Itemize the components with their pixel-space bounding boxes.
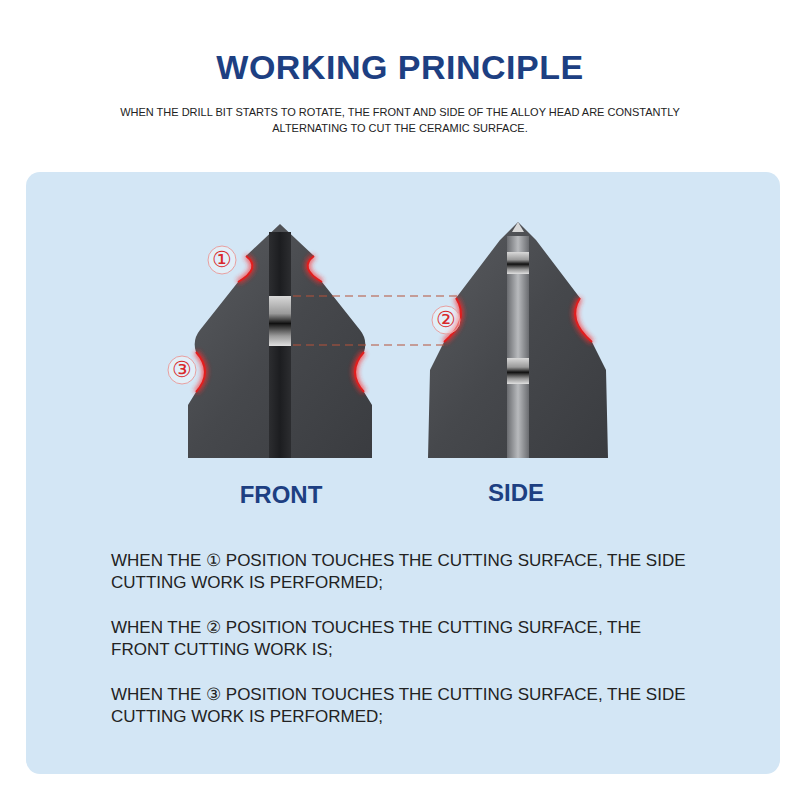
- explanation-text: WHEN THE ② POSITION TOUCHES THE CUTTING …: [111, 617, 701, 661]
- front-band: [269, 296, 291, 346]
- page-title: WORKING PRINCIPLE: [100, 48, 700, 87]
- callout-ring: [432, 306, 460, 334]
- front-slot: [269, 232, 291, 458]
- callout-ring: [168, 356, 196, 384]
- side-band: [507, 358, 529, 384]
- view-label: FRONT: [201, 481, 361, 509]
- subtitle: WHEN THE DRILL BIT STARTS TO ROTATE, THE…: [95, 104, 705, 136]
- side-slot: [507, 236, 529, 458]
- front-notches: [196, 256, 364, 392]
- side-tip: [428, 222, 608, 458]
- callout-number: ①: [208, 248, 236, 272]
- callout-ring: [208, 246, 236, 274]
- explanation-text: WHEN THE ① POSITION TOUCHES THE CUTTING …: [111, 550, 701, 594]
- explanation-text: WHEN THE ③ POSITION TOUCHES THE CUTTING …: [111, 684, 701, 728]
- background-panel: [26, 172, 780, 774]
- side-band-top: [507, 252, 529, 274]
- callout-number: ③: [168, 358, 196, 382]
- front-tip: [188, 224, 372, 458]
- callout-number: ②: [432, 308, 460, 332]
- view-label: SIDE: [436, 479, 596, 507]
- side-edge: [512, 222, 524, 232]
- side-notches: [444, 298, 592, 342]
